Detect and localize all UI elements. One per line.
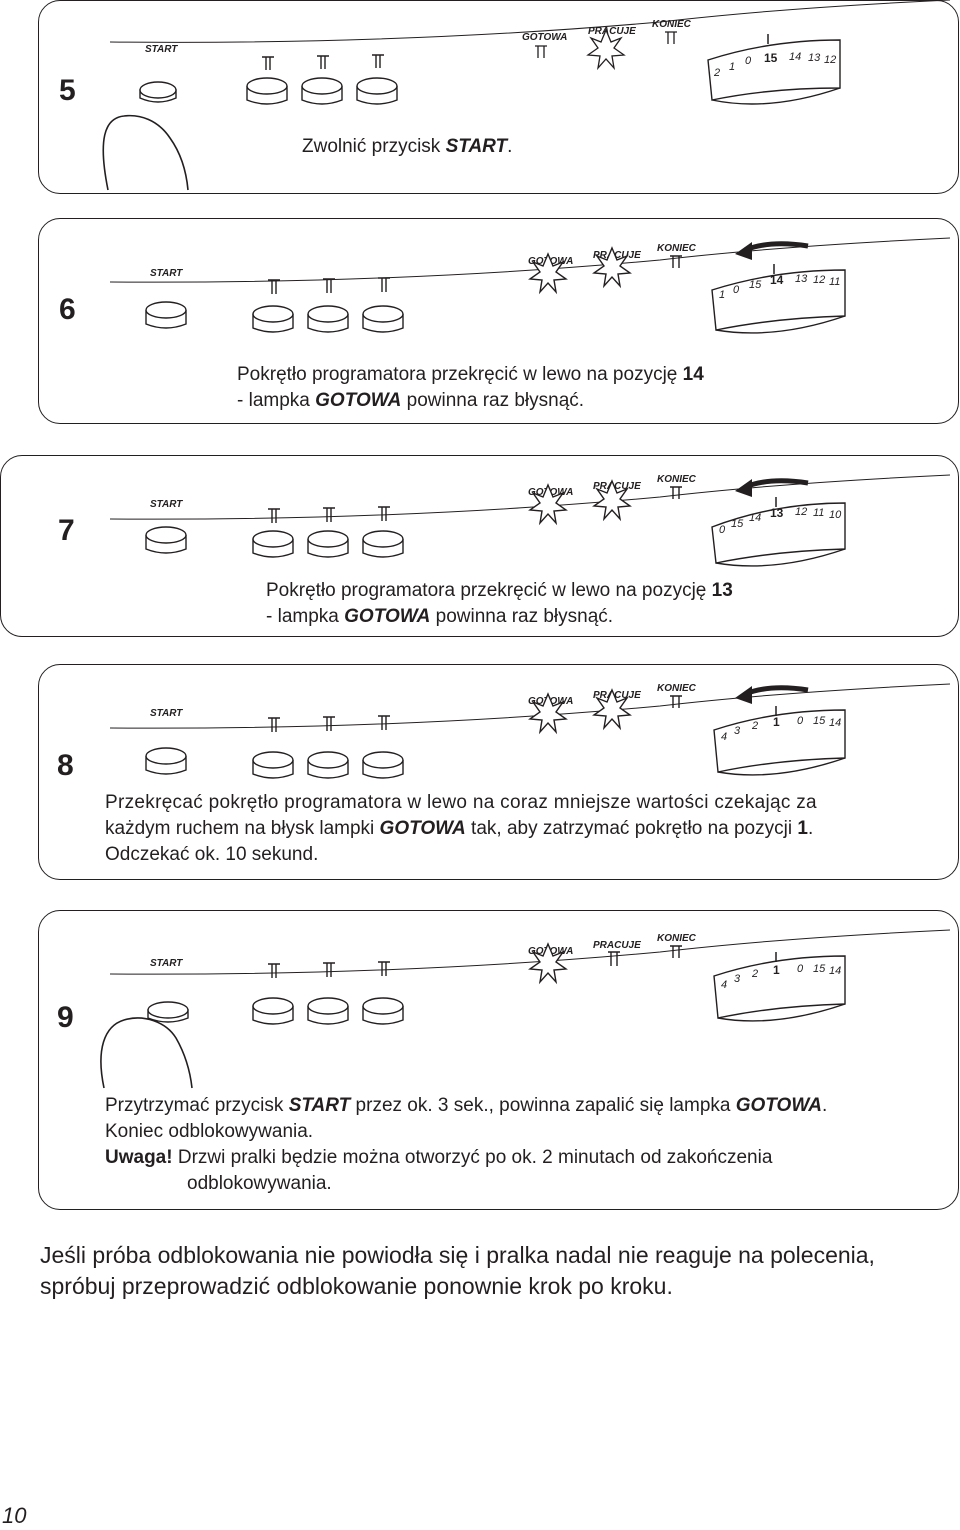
ready-lamp-flash-icon — [528, 692, 568, 735]
ready-lamp-flash-icon — [528, 942, 568, 985]
panel-label: 3 — [734, 725, 741, 737]
step-9-panel: START GOTOWA PRACUJE KONIEC 4 3 2 1 0 15… — [100, 929, 951, 1089]
step-number: 7 — [58, 514, 75, 547]
panel-label: 14 — [749, 512, 761, 524]
panel-label: 13 — [808, 52, 821, 64]
panel-label: 4 — [721, 731, 727, 743]
end-lamp-icon — [670, 486, 682, 499]
panel-label: KONIEC — [657, 683, 697, 694]
step-8-text: Przekręcać pokrętło programatora w lewo … — [105, 792, 817, 865]
step-5-text: Zwolnić przycisk START. — [302, 136, 513, 157]
hand-icon — [102, 114, 189, 191]
program-dial-icon: 4 3 2 1 0 15 14 — [713, 952, 846, 1022]
page-number: 10 — [2, 1503, 27, 1528]
panel-label: PRACUJE — [593, 940, 641, 951]
footer-note: Jeśli próba odblokowania nie powiodła si… — [40, 1242, 875, 1299]
start-label: START — [145, 44, 178, 55]
panel-label: 2 — [751, 720, 758, 732]
hand-icon — [100, 1017, 193, 1089]
panel-label: 1 — [773, 715, 780, 729]
program-dial-icon: 4 3 2 1 0 15 14 — [713, 685, 846, 776]
panel-label: 0 — [733, 284, 740, 296]
panel-label: 1 — [729, 61, 735, 73]
panel-label: 12 — [824, 54, 836, 66]
panel-label: 1 — [773, 963, 780, 977]
end-label: KONIEC — [652, 19, 692, 30]
panel-label: 0 — [745, 55, 752, 67]
step-7-text: Pokrętło programatora przekręcić w lewo … — [266, 580, 733, 627]
panel-label: 2 — [751, 968, 758, 980]
ready-lamp-icon — [535, 45, 547, 58]
panel-label: START — [150, 958, 183, 969]
program-dial-icon: 0 15 14 13 12 11 10 — [711, 478, 846, 567]
step-9-text: Przytrzymać przycisk START przez ok. 3 s… — [105, 1095, 828, 1194]
panel-label: KONIEC — [657, 243, 697, 254]
program-dial-icon: 2 1 0 15 14 13 12 — [707, 34, 841, 105]
ready-lamp-flash-icon — [528, 252, 568, 295]
step-7-panel: START GOTOWA PRACUJE KONIEC 0 15 14 13 1… — [109, 474, 951, 567]
panel-label: KONIEC — [657, 933, 697, 944]
panel-label: PRACUJE — [593, 481, 641, 492]
panel-label: 12 — [795, 506, 807, 518]
panel-label: START — [150, 499, 183, 510]
ready-lamp-flash-icon — [528, 483, 568, 526]
panel-label: 11 — [829, 276, 840, 288]
panel-label: 13 — [770, 506, 784, 520]
working-lamp-flash-icon — [586, 28, 626, 71]
end-lamp-icon — [665, 31, 677, 44]
step-number: 5 — [59, 74, 76, 107]
step-5-panel: START GOTOWA PRACUJE KONIEC 2 1 0 15 14 … — [102, 0, 951, 191]
step-number: 8 — [57, 749, 74, 782]
panel-label: 14 — [789, 51, 801, 63]
ready-label: GOTOWA — [522, 32, 567, 43]
panel-label: 3 — [734, 973, 741, 985]
panel-label: 15 — [731, 518, 744, 530]
end-lamp-icon — [670, 255, 682, 268]
working-lamp-icon — [608, 951, 620, 966]
step-8-box: 8 — [38, 664, 959, 880]
step-6-box: 6 — [38, 218, 959, 424]
panel-label: 1 — [719, 289, 725, 301]
panel-label: PRACUJE — [593, 690, 641, 701]
warning-label: Uwaga! — [105, 1147, 173, 1168]
panel-label: 0 — [797, 963, 804, 975]
panel-label: KONIEC — [657, 474, 697, 485]
panel-label: 13 — [795, 273, 808, 285]
start-button-icon — [139, 81, 177, 99]
panel-label: 15 — [749, 279, 762, 291]
end-lamp-icon — [670, 695, 682, 708]
step-number: 6 — [59, 293, 76, 326]
program-dial-icon: 1 0 15 14 13 12 11 — [711, 241, 846, 334]
program-buttons-icon — [246, 54, 398, 105]
step-6-text: Pokrętło programatora przekręcić w lewo … — [237, 364, 704, 411]
panel-label: PRACUJE — [593, 250, 641, 261]
step-6-panel: START GOTOWA PRACUJE KONIEC 1 0 15 14 13… — [109, 237, 951, 334]
working-label: PRACUJE — [588, 26, 636, 37]
panel-label: 14 — [770, 273, 784, 287]
step-5-box: 5 — [38, 0, 959, 194]
end-lamp-icon — [670, 945, 682, 958]
panel-label: 0 — [797, 715, 804, 727]
step-number: 9 — [57, 1001, 74, 1034]
panel-label: START — [150, 708, 183, 719]
panel-label: 12 — [813, 274, 825, 286]
panel-label: 4 — [721, 979, 727, 991]
panel-label: 11 — [813, 507, 824, 519]
working-lamp-flash-icon — [592, 246, 632, 289]
panel-label: 15 — [813, 963, 826, 975]
working-lamp-flash-icon — [592, 688, 632, 731]
panel-label: 14 — [829, 717, 841, 729]
panel-label: START — [150, 268, 183, 279]
step-8-panel: START GOTOWA PRACUJE KONIEC 4 3 2 1 0 15… — [109, 683, 951, 779]
panel-label: 15 — [764, 51, 778, 65]
panel-label: 0 — [719, 524, 726, 536]
panel-label: 14 — [829, 965, 841, 977]
panel-label: 15 — [813, 715, 826, 727]
panel-label: 10 — [829, 509, 842, 521]
working-lamp-flash-icon — [592, 479, 632, 522]
start-button-icon — [147, 1001, 189, 1019]
panel-label: 2 — [713, 67, 720, 79]
